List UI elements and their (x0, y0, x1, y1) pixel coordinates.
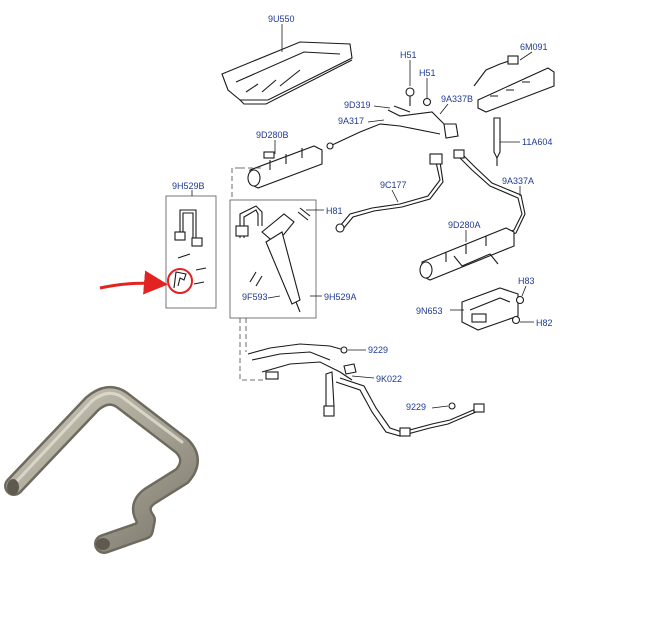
leader-9c177 (391, 189, 399, 203)
glow-plug-part (493, 117, 501, 166)
leader-6m091 (519, 51, 533, 61)
label-9f593: 9F593 (242, 292, 268, 302)
dashed-link-a (239, 318, 266, 381)
label-9k022: 9K022 (376, 374, 402, 384)
label-9d319: 9D319 (344, 100, 371, 110)
leader-9a317 (367, 119, 385, 123)
label-9a337b: 9A337B (441, 94, 473, 104)
kit-box-9h529a (229, 199, 317, 319)
leader-9229b (431, 405, 449, 409)
label-9229-a: 9229 (368, 345, 388, 355)
label-9n653: 9N653 (416, 306, 443, 316)
leader-9f593 (267, 295, 281, 299)
label-9d280b: 9D280B (256, 130, 289, 140)
leader-9d319 (373, 105, 391, 109)
label-9d280a: 9D280A (448, 220, 481, 230)
dashed-link-b (231, 167, 240, 200)
label-9229-b: 9229 (406, 402, 426, 412)
injector-pipe-b-part (174, 209, 207, 285)
label-9u550: 9U550 (268, 14, 295, 24)
high-pressure-pipe-part (335, 153, 444, 233)
label-11a604: 11A604 (522, 137, 552, 147)
fuel-rail-b-part (247, 145, 323, 189)
retaining-clip-photo (4, 385, 199, 554)
leak-off-pipe-a-part (453, 149, 526, 240)
highlight-arrow (99, 270, 168, 295)
retaining-clip-highlight (167, 268, 193, 294)
wiring-harness-part (247, 343, 485, 437)
label-9c177: 9C177 (380, 180, 407, 190)
label-9h529b: 9H529B (172, 181, 205, 191)
label-6m091: 6M091 (520, 42, 548, 52)
kit-box-9h529b (165, 195, 217, 309)
label-h83: H83 (518, 276, 535, 286)
sensor-rail-part (473, 55, 555, 113)
return-pipe-assembly (326, 87, 459, 150)
label-h82: H82 (536, 318, 553, 328)
label-h51-b: H51 (419, 68, 436, 78)
engine-cover-part (221, 41, 353, 105)
label-9h529a: 9H529A (324, 292, 357, 302)
leader-9a337b (439, 103, 449, 115)
injector-part (235, 205, 311, 313)
label-h51-a: H51 (400, 50, 417, 60)
rail-bracket-part (461, 287, 525, 331)
label-9a337a: 9A337A (502, 176, 534, 186)
label-h81: H81 (326, 206, 343, 216)
label-9a317: 9A317 (338, 116, 364, 126)
fuel-rail-a-part (419, 227, 515, 281)
leader-9k022 (351, 375, 375, 379)
leader-h83 (521, 285, 527, 297)
